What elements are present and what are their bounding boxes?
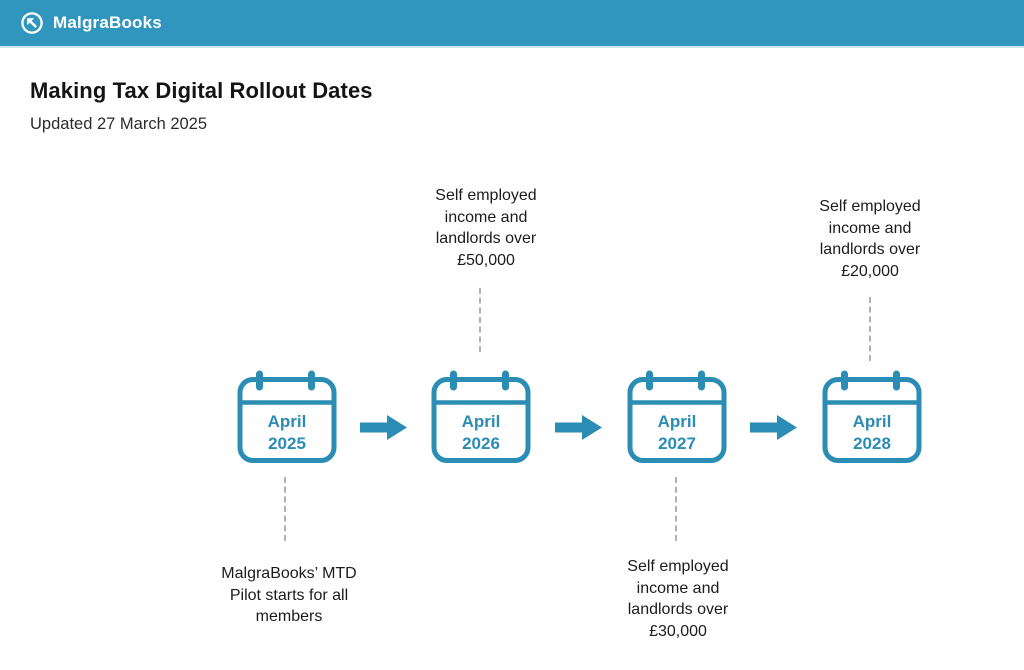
dashed-connector-2028 — [869, 297, 871, 361]
arrow-right-icon — [750, 414, 798, 441]
calendar-month: April — [853, 412, 892, 431]
dashed-connector-2027 — [675, 477, 677, 541]
calendar-year: 2028 — [853, 434, 891, 453]
brand-name: MalgraBooks — [53, 13, 162, 32]
calendar-year: 2026 — [462, 434, 500, 453]
arrow-up-left-circle-icon — [21, 12, 43, 34]
milestone-note-2027: Self employed income and landlords over … — [627, 558, 729, 640]
top-navbar: MalgraBooks — [0, 0, 1024, 48]
brand-link[interactable]: MalgraBooks — [20, 11, 162, 35]
calendar-icon-april-2025: April 2025 — [237, 369, 337, 465]
calendar-icon-april-2027: April 2027 — [627, 369, 727, 465]
dashed-connector-2026 — [479, 288, 481, 352]
page-title: Making Tax Digital Rollout Dates — [30, 78, 373, 103]
calendar-year: 2025 — [268, 434, 306, 453]
calendar-icon-april-2026: April 2026 — [431, 369, 531, 465]
dashed-connector-2025 — [284, 477, 286, 541]
calendar-year: 2027 — [658, 434, 696, 453]
calendar-icon-april-2028: April 2028 — [822, 369, 922, 465]
arrow-right-icon — [555, 414, 603, 441]
calendar-month: April — [658, 412, 697, 431]
page-subtitle: Updated 27 March 2025 — [30, 115, 208, 133]
calendar-month: April — [268, 412, 307, 431]
milestone-note-2026: Self employed income and landlords over … — [435, 187, 537, 269]
arrow-right-icon — [360, 414, 408, 441]
milestone-note-2025: MalgraBooks’ MTD Pilot starts for all me… — [221, 565, 357, 625]
calendar-month: April — [462, 412, 501, 431]
milestone-note-2028: Self employed income and landlords over … — [819, 198, 921, 280]
